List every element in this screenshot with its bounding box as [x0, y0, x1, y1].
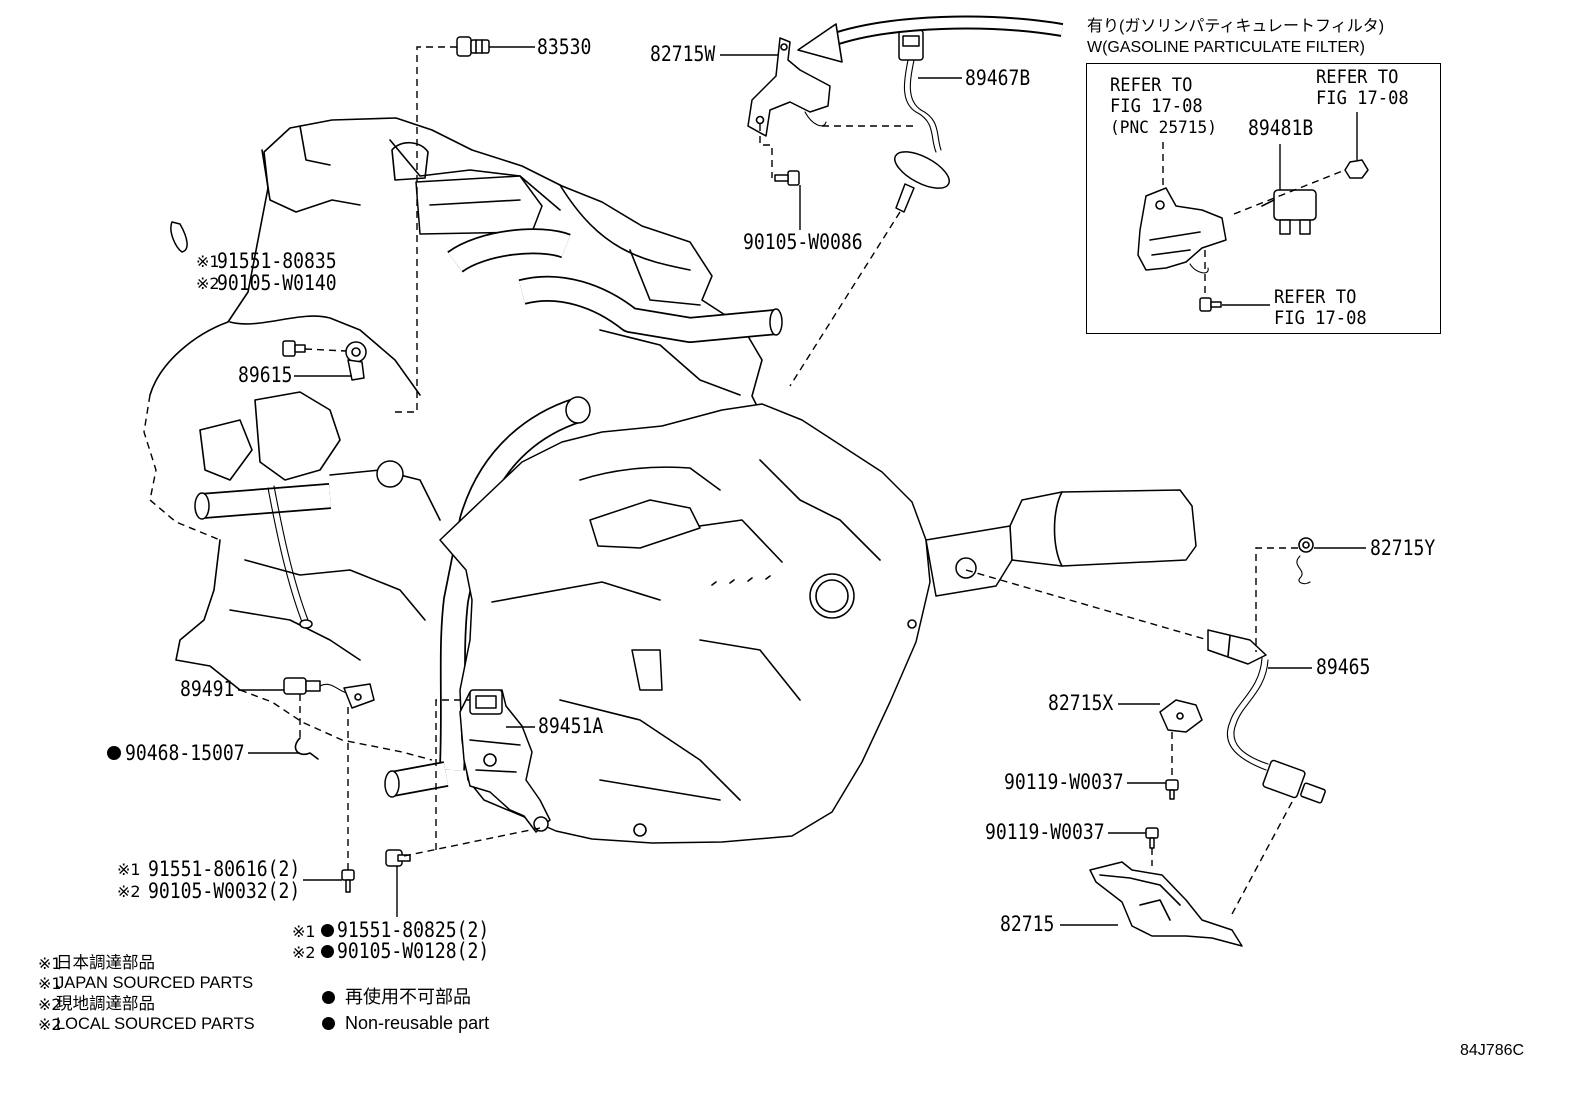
legend-mark-2: ※2: [38, 995, 62, 1014]
part-label-89467B: 89467B: [965, 66, 1031, 90]
legend-non-reusable-jp: 再使用不可部品: [345, 987, 471, 1007]
part-82715-heat-insulator: [1089, 861, 1243, 947]
part-90468-15007-clip: [294, 737, 319, 760]
mark-1: ※1: [196, 252, 220, 271]
part-label-89465: 89465: [1316, 655, 1371, 679]
part-89465-sensor: [1207, 629, 1326, 804]
legend-local-sourced-jp: 現地調達部品: [56, 995, 155, 1013]
part-label-82715X: 82715X: [1048, 691, 1114, 715]
mark-1: ※1: [117, 860, 141, 879]
non-reusable-dot-icon: [322, 991, 335, 1004]
part-label-91551-80616: 91551-80616(2): [148, 857, 301, 881]
mark-1: ※1: [292, 922, 316, 941]
legend-mark-1: ※1: [38, 954, 62, 973]
refer-c-line2: FIG 17-08: [1274, 307, 1367, 329]
part-label-91551-80825: 91551-80825(2): [337, 918, 490, 942]
engine-outline: [143, 117, 765, 761]
part-label-89615: 89615: [238, 363, 293, 387]
part-label-82715: 82715: [1000, 912, 1055, 936]
part-label-90119-W0037: 90119-W0037: [985, 820, 1105, 844]
refer-a-line1: REFER TO: [1110, 74, 1193, 96]
gpf-box-parts: [1137, 159, 1369, 312]
mark-2: ※2: [117, 882, 141, 901]
part-label-89481B: 89481B: [1248, 116, 1314, 140]
drawing-number: 84J786C: [1460, 1042, 1525, 1059]
part-label-82715W: 82715W: [650, 42, 716, 66]
mark-2: ※2: [292, 943, 316, 962]
assembly-dashed-lines: [299, 46, 1346, 915]
refer-a-line3: (PNC 25715): [1110, 118, 1217, 138]
part-label-83530: 83530: [537, 35, 592, 59]
part-label-90468-15007: 90468-15007: [125, 741, 245, 765]
part-label-90105-W0032: 90105-W0032(2): [148, 879, 301, 903]
part-label-90105-W0086: 90105-W0086: [743, 230, 863, 254]
non-reusable-dot-icon: [321, 924, 334, 937]
part-83530-sensor: [456, 36, 490, 57]
part-89491-sensor: [283, 677, 375, 709]
exhaust-converter: [925, 489, 1197, 597]
part-82715W-bracket: [747, 37, 831, 137]
part-90119-W0037-bolts: [1145, 779, 1179, 849]
legend-local-sourced-en: LOCAL SOURCED PARTS: [56, 1015, 255, 1033]
legend-mark-1: ※1: [38, 974, 62, 993]
curved-arrow-icon: [797, 15, 1064, 63]
leader-lines: [238, 46, 1366, 926]
gpf-note-japanese: 有り(ガソリンパティキュレートフィルタ): [1087, 18, 1385, 35]
part-label-90105-W0140: 90105-W0140: [217, 271, 337, 295]
gpf-variant-box: [1086, 63, 1441, 334]
legend-japan-sourced-en: JAPAN SOURCED PARTS: [56, 974, 254, 992]
non-reusable-dot-icon: [107, 746, 121, 760]
non-reusable-dot-icon: [322, 1017, 335, 1030]
part-label-82715Y: 82715Y: [1370, 536, 1436, 560]
part-82715X-bracket: [1159, 699, 1203, 733]
part-89615-knock-sensor: [282, 340, 367, 381]
part-82715Y-clip: [1296, 537, 1314, 585]
hoses: [194, 228, 783, 798]
refer-b-line1: REFER TO: [1316, 66, 1399, 88]
part-89467B-sensor: [894, 29, 950, 213]
legend-non-reusable-en: Non-reusable part: [345, 1013, 490, 1033]
legend-japan-sourced-jp: 日本調達部品: [56, 954, 155, 972]
refer-a-line2: FIG 17-08: [1110, 95, 1203, 117]
mark-2: ※2: [196, 274, 220, 293]
transmission-outline: [439, 403, 931, 844]
refer-c-line1: REFER TO: [1274, 286, 1357, 308]
non-reusable-dot-icon: [321, 945, 334, 958]
transmission-bolts: [341, 849, 411, 893]
part-label-91551-80835: 91551-80835: [217, 249, 337, 273]
refer-b-line2: FIG 17-08: [1316, 87, 1409, 109]
part-label-90119-W0037: 90119-W0037: [1004, 770, 1124, 794]
gpf-note-english: W(GASOLINE PARTICULATE FILTER): [1087, 39, 1365, 56]
part-label-90105-W0128: 90105-W0128(2): [337, 939, 490, 963]
legend-mark-2: ※2: [38, 1015, 62, 1034]
part-label-89451A: 89451A: [538, 714, 604, 738]
part-90105-W0086-bolt: [774, 170, 800, 186]
part-label-89491: 89491: [180, 677, 235, 701]
part-89451A-neutral-switch: [459, 689, 551, 833]
